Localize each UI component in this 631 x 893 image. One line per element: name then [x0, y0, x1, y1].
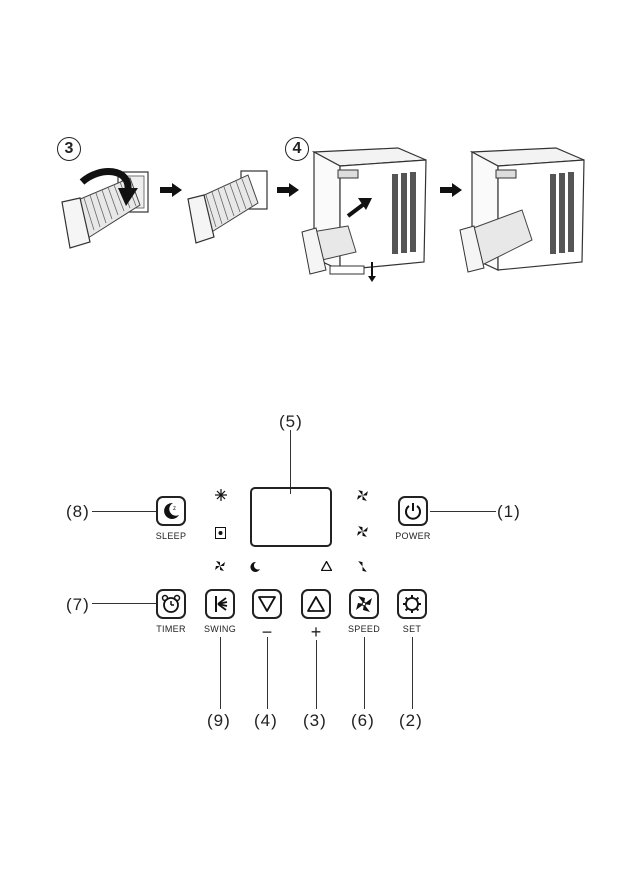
air-conditioner-unit-illustration-1: [301, 147, 427, 282]
power-label: POWER: [395, 531, 431, 541]
callout-2: (2): [399, 711, 423, 730]
set-label: SET: [402, 624, 422, 634]
callout-1: (1): [497, 502, 521, 521]
fan-mid-icon: [357, 526, 368, 537]
swing-label: SWING: [204, 624, 236, 634]
right-arrow-icon: [160, 183, 182, 197]
timer-label: TIMER: [156, 624, 186, 634]
leader-line-3: [316, 640, 317, 709]
callout-5: (5): [279, 412, 303, 431]
air-conditioner-unit-illustration-2: [459, 147, 585, 273]
alarm-clock-icon: [161, 594, 181, 613]
leader-line-1: [430, 511, 496, 512]
dehumidify-icon: [215, 527, 226, 539]
leader-line-2: [412, 637, 413, 709]
fan-icon: [356, 596, 372, 612]
snowflake-icon: [215, 489, 227, 501]
leader-line-6: [364, 637, 365, 709]
swing-icon: [215, 596, 228, 612]
leader-line-5: [290, 430, 291, 494]
sleep-indicator-icon: [250, 561, 260, 572]
power-icon: [405, 503, 421, 520]
sleep-button[interactable]: z: [156, 496, 186, 526]
callout-6: (6): [351, 711, 375, 730]
gear-icon: [403, 595, 421, 613]
speed-button[interactable]: [349, 589, 379, 619]
swing-button[interactable]: [205, 589, 235, 619]
fan-mode-icon: [215, 561, 225, 571]
callout-4: (4): [254, 711, 278, 730]
moon-icon: z: [164, 502, 179, 519]
fan-low-icon: [358, 561, 367, 572]
display-screen: [250, 487, 332, 547]
minus-symbol: −: [261, 622, 273, 642]
hose-assembly-illustration-1: [61, 168, 149, 249]
up-button[interactable]: [301, 589, 331, 619]
down-button[interactable]: [252, 589, 282, 619]
up-triangle-icon: [307, 596, 325, 612]
down-triangle-icon: [258, 596, 276, 612]
set-button[interactable]: [397, 589, 427, 619]
sleep-label: SLEEP: [155, 531, 187, 541]
leader-line-4: [267, 637, 268, 709]
right-arrow-icon: [277, 183, 299, 197]
warning-indicator-icon: [321, 561, 332, 571]
step-number-4: 4: [285, 137, 309, 161]
leader-line-7: [92, 603, 156, 604]
fan-high-icon: [357, 490, 368, 501]
callout-3: (3): [303, 711, 327, 730]
speed-label: SPEED: [347, 624, 380, 634]
callout-9: (9): [207, 711, 231, 730]
step-number-3: 3: [57, 137, 81, 161]
power-button[interactable]: [398, 496, 428, 526]
callout-8: (8): [66, 502, 90, 521]
leader-line-8: [92, 511, 156, 512]
right-arrow-icon: [440, 183, 462, 197]
svg-text:z: z: [173, 506, 176, 512]
timer-button[interactable]: [156, 589, 186, 619]
callout-7: (7): [66, 595, 90, 614]
hose-assembly-illustration-2: [187, 170, 268, 244]
plus-symbol: +: [310, 622, 322, 642]
leader-line-9: [220, 637, 221, 709]
